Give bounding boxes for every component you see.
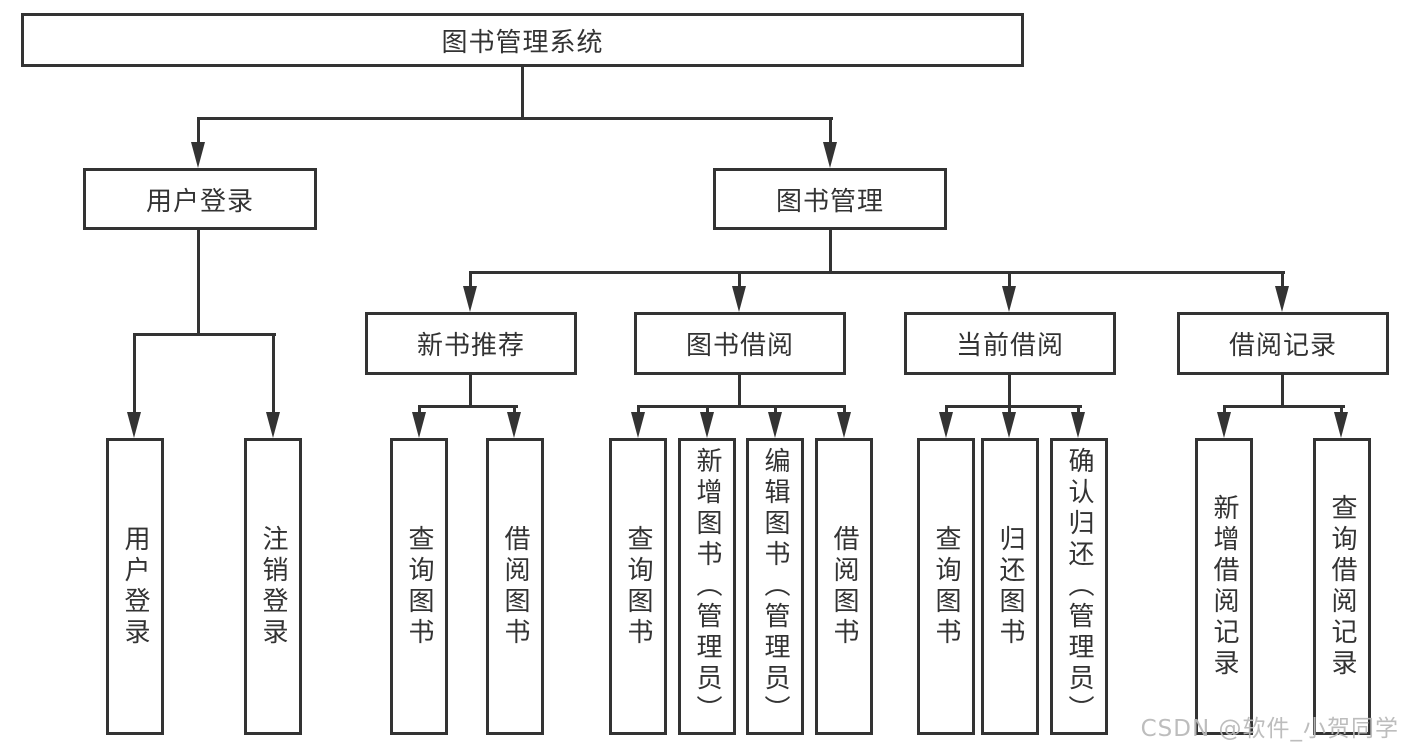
arrow-down-icon — [732, 286, 746, 312]
leaf-current-query: 查询图书 — [917, 438, 975, 735]
leaf-borrow-borrow: 借阅图书 — [815, 438, 873, 735]
connector-newbook-stem — [469, 373, 472, 408]
connector-borrow-stem — [738, 373, 741, 408]
leaf-current-confirm-admin: 确认归还（管理员） — [1050, 438, 1108, 735]
arrow-down-icon — [463, 286, 477, 312]
connector-bookmgmt-rail — [469, 271, 1285, 274]
arrow-down-icon — [939, 412, 953, 438]
arrow-down-icon — [412, 412, 426, 438]
leaf-borrow-add-admin: 新增图书（管理员） — [678, 438, 736, 735]
arrow-down-icon — [266, 412, 280, 438]
connector-records-rail — [1223, 405, 1345, 408]
leaf-user-login: 用户登录 — [106, 438, 164, 735]
node-borrow-records: 借阅记录 — [1177, 312, 1389, 375]
node-book-borrow: 图书借阅 — [634, 312, 846, 375]
connector-current-stem — [1008, 373, 1011, 408]
node-current-borrow: 当前借阅 — [904, 312, 1116, 375]
connector-login-rail — [133, 333, 276, 336]
arrow-down-icon — [631, 412, 645, 438]
connector-shaft — [197, 117, 200, 146]
leaf-newbook-borrow: 借阅图书 — [486, 438, 544, 735]
node-book-management: 图书管理 — [713, 168, 947, 230]
leaf-newbook-query: 查询图书 — [390, 438, 448, 735]
connector-shaft — [843, 405, 846, 414]
leaf-current-return: 归还图书 — [981, 438, 1039, 735]
csdn-watermark: CSDN @软件_小贺同学 — [1140, 716, 1399, 742]
connector-shaft — [1077, 405, 1080, 414]
leaf-records-add: 新增借阅记录 — [1195, 438, 1253, 735]
connector-shaft — [1008, 405, 1011, 414]
connector-shaft — [829, 117, 832, 146]
connector-shaft — [738, 271, 741, 288]
connector-shaft — [945, 405, 948, 414]
arrow-down-icon — [191, 142, 205, 168]
arrow-down-icon — [1275, 286, 1289, 312]
leaf-logout: 注销登录 — [244, 438, 302, 735]
arrow-down-icon — [507, 412, 521, 438]
connector-shaft — [513, 405, 516, 414]
arrow-down-icon — [1334, 412, 1348, 438]
node-root: 图书管理系统 — [21, 13, 1024, 67]
connector-shaft — [272, 333, 275, 414]
connector-bookmgmt-stem — [829, 228, 832, 274]
arrow-down-icon — [1071, 412, 1085, 438]
arrow-down-icon — [837, 412, 851, 438]
connector-shaft — [469, 271, 472, 288]
leaf-records-query: 查询借阅记录 — [1313, 438, 1371, 735]
arrow-down-icon — [1002, 286, 1016, 312]
node-new-book-recommend: 新书推荐 — [365, 312, 577, 375]
connector-root-rail — [197, 117, 833, 120]
arrow-down-icon — [700, 412, 714, 438]
connector-newbook-rail — [418, 405, 518, 408]
connector-shaft — [1281, 271, 1284, 288]
connector-shaft — [1223, 405, 1226, 414]
arrow-down-icon — [823, 142, 837, 168]
arrow-down-icon — [768, 412, 782, 438]
connector-shaft — [1008, 271, 1011, 288]
arrow-down-icon — [1002, 412, 1016, 438]
leaf-borrow-edit-admin: 编辑图书（管理员） — [746, 438, 804, 735]
leaf-borrow-query: 查询图书 — [609, 438, 667, 735]
connector-login-stem — [197, 228, 200, 336]
connector-root-stem — [521, 64, 524, 117]
connector-borrow-rail — [637, 405, 846, 408]
arrow-down-icon — [1217, 412, 1231, 438]
node-user-login: 用户登录 — [83, 168, 317, 230]
connector-shaft — [637, 405, 640, 414]
connector-shaft — [706, 405, 709, 414]
connector-shaft — [133, 333, 136, 414]
connector-records-stem — [1281, 373, 1284, 408]
arrow-down-icon — [127, 412, 141, 438]
connector-shaft — [418, 405, 421, 414]
connector-shaft — [774, 405, 777, 414]
connector-current-rail — [945, 405, 1082, 408]
connector-shaft — [1340, 405, 1343, 414]
